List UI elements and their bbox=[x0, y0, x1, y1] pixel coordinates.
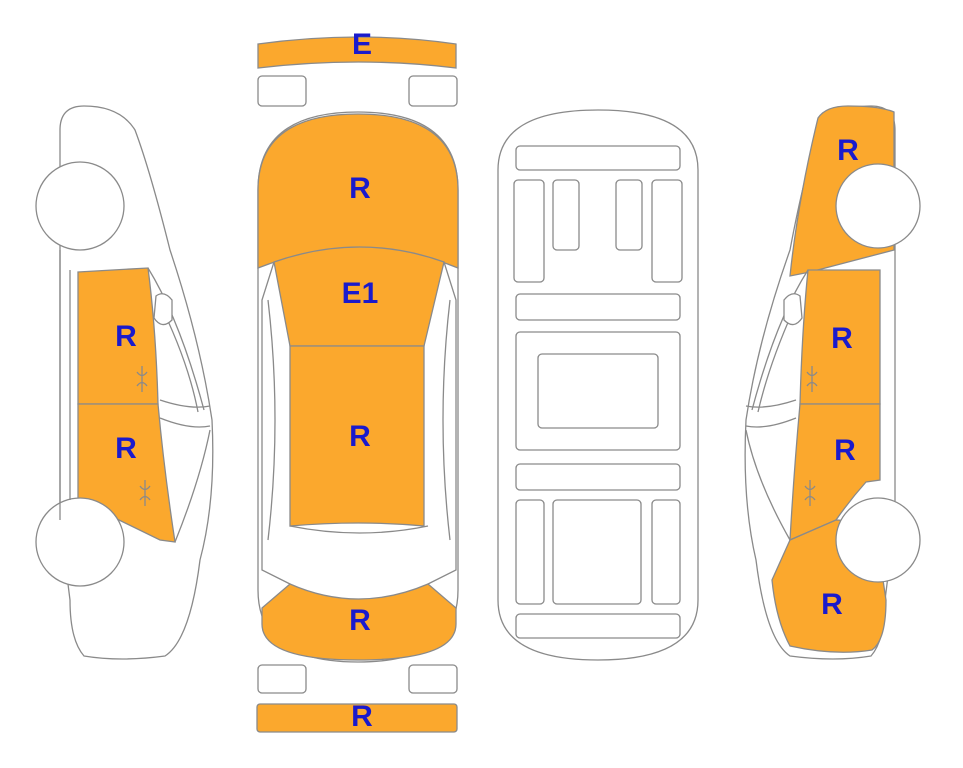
roof-panel[interactable] bbox=[289, 345, 425, 527]
right-front-door-label: R bbox=[831, 322, 853, 355]
trunk-label: R bbox=[349, 604, 371, 637]
left-front-door-label: R bbox=[115, 320, 137, 353]
rear-left-light bbox=[257, 664, 307, 694]
windshield-panel[interactable] bbox=[273, 246, 445, 347]
front-bumper-label: E bbox=[352, 28, 372, 61]
right-rear-quarter-label: R bbox=[821, 588, 843, 621]
front-left-light bbox=[257, 75, 307, 107]
hood-label: R bbox=[349, 172, 371, 205]
front-bumper-panel[interactable] bbox=[257, 36, 457, 69]
underside-view bbox=[497, 109, 699, 661]
right-rear-door-label: R bbox=[834, 434, 856, 467]
rear-right-light bbox=[408, 664, 458, 694]
right-side-view: R R R R bbox=[744, 105, 921, 660]
trunk-panel[interactable] bbox=[261, 583, 457, 661]
front-right-light bbox=[408, 75, 458, 107]
left-rear-door-label: R bbox=[115, 432, 137, 465]
right-front-fender-label: R bbox=[837, 134, 859, 167]
rear-bumper-panel[interactable] bbox=[256, 703, 458, 733]
roof-label: R bbox=[349, 420, 371, 453]
windshield-label: E1 bbox=[342, 277, 379, 310]
left-side-view: R R bbox=[35, 105, 214, 660]
rear-bumper-label: R bbox=[351, 700, 373, 733]
top-view: E R E1 R R R bbox=[256, 28, 459, 733]
